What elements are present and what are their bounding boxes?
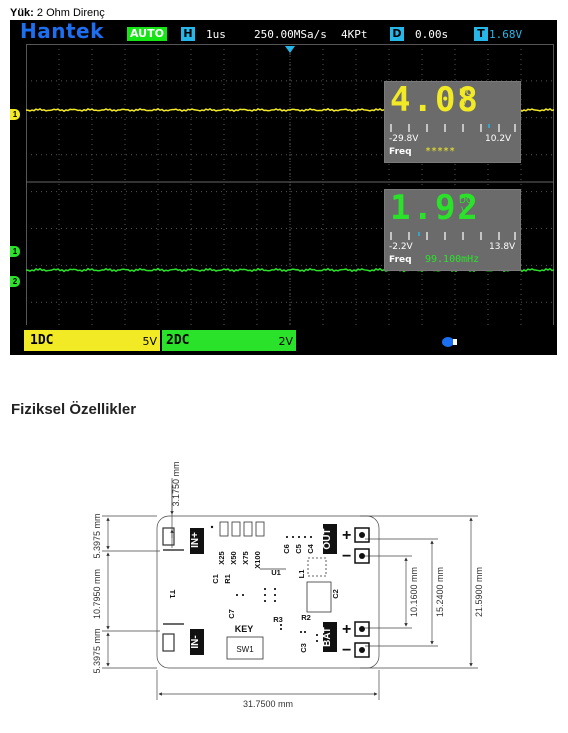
dim-right-inner: 10.1600 mm — [409, 567, 419, 617]
memory-depth: 4KPt — [341, 28, 368, 41]
trigger-level: 1.68V — [489, 28, 523, 41]
trigger-position-marker — [285, 46, 295, 53]
label-x50: X50 — [229, 551, 238, 564]
dim-bottom: 31.7500 mm — [243, 699, 293, 709]
label-sw1: SW1 — [236, 645, 254, 654]
label-c1: C1 — [211, 574, 220, 584]
ch2-max: 13.8V — [489, 242, 516, 252]
label-c6: C6 — [282, 544, 291, 554]
label-x75: X75 — [241, 551, 250, 564]
label-u1: U1 — [271, 568, 281, 577]
label-c3: C3 — [299, 643, 308, 653]
out-pad-group: OUT + − — [322, 524, 370, 565]
ch2-scale-value: 2V — [278, 335, 293, 348]
label-c2: C2 — [331, 589, 340, 599]
ch2-coupling: DC — [459, 196, 473, 206]
dim-left-top: 5.3975 mm — [92, 513, 102, 558]
oscilloscope-screenshot: Hantek AUTO H 1us 250.00MSa/s 4KPt D 0.0… — [10, 20, 557, 355]
section-title: Fiziksel Özellikler — [11, 401, 137, 418]
small-component-dots — [236, 536, 318, 642]
dim-top: 3.1750 mm — [171, 461, 181, 506]
label-c5: C5 — [294, 544, 303, 554]
bat-minus: − — [342, 642, 351, 659]
ch1-freq-label: Freq — [389, 147, 412, 157]
ch2-scale-label: 2DC — [166, 333, 190, 348]
dim-right-mid: 15.2400 mm — [435, 567, 445, 617]
d-chip: D — [390, 27, 404, 41]
sample-rate: 250.00MSa/s — [254, 28, 327, 41]
label-l1: L1 — [297, 570, 306, 579]
brand-logo: Hantek — [20, 20, 104, 43]
label-r1: R1 — [223, 574, 232, 584]
dim-left-bottom: 5.3975 mm — [92, 628, 102, 673]
battery-icon — [442, 337, 457, 347]
t-chip: T — [474, 27, 488, 41]
bat-label: BAT — [322, 627, 333, 647]
ch1-unit: V — [461, 98, 468, 108]
delay: 0.00s — [415, 28, 449, 41]
ch2-freq-value: 99.100mHz — [425, 254, 480, 265]
ch1-level-marker: 1 — [10, 109, 20, 120]
out-label: OUT — [322, 528, 333, 549]
ch2-measurement-panel: 1.92 DC V -2.2V 13.8V Freq 99.100mHz — [384, 188, 521, 271]
dim-right-outer: 21.5900 mm — [474, 567, 484, 617]
ch1-range-bar — [390, 124, 516, 132]
label-x100: X100 — [253, 551, 262, 569]
bat-pad-group: BAT + − — [322, 621, 370, 659]
ch2-range-bar — [390, 232, 516, 240]
scope-top-bar: Hantek AUTO H 1us 250.00MSa/s 4KPt D 0.0… — [10, 20, 557, 44]
ch1-max: 10.2V — [485, 134, 512, 144]
ch1-freq-value: ***** — [425, 146, 456, 157]
label-t1: T1 — [168, 590, 177, 599]
ch2-freq-label: Freq — [389, 255, 412, 265]
in-plus-label: IN+ — [190, 532, 201, 548]
caption-text: 2 Ohm Direnç — [36, 7, 105, 19]
sw1-outline — [226, 636, 264, 660]
label-c4: C4 — [306, 543, 315, 553]
timebase: 1us — [206, 28, 226, 41]
ch1-min: -29.8V — [389, 134, 419, 144]
label-c7: C7 — [227, 609, 236, 619]
ch2-level-marker: 2 — [10, 276, 20, 287]
out-minus: − — [342, 548, 351, 565]
jumper-pads — [219, 521, 265, 537]
in-minus-pad-group: IN- — [162, 623, 204, 655]
scope-bottom-bar: 1DC 5V 2DC 2V — [10, 325, 557, 355]
caption-label: Yük: — [10, 7, 34, 19]
ch1-scale-box: 1DC 5V — [24, 330, 160, 351]
label-r3: R3 — [273, 615, 283, 624]
ch2-min: -2.2V — [389, 242, 413, 252]
ch2-value: 1.92 — [390, 188, 480, 228]
out-plus: + — [342, 527, 351, 544]
label-key: KEY — [235, 624, 254, 634]
ch1-scale-value: 5V — [142, 335, 157, 348]
ch2-unit: V — [461, 206, 468, 216]
ch1-value: 4.08 — [390, 80, 480, 120]
h-chip: H — [181, 27, 195, 41]
ch1-scale-label: 1DC — [30, 333, 54, 348]
in-plus-pad-group: IN+ — [162, 527, 204, 554]
board-outline — [156, 515, 380, 669]
bat-plus: + — [342, 621, 351, 638]
ch2-scale-box: 2DC 2V — [162, 330, 296, 351]
ch1-coupling: DC — [459, 88, 473, 98]
label-r2: R2 — [301, 613, 311, 622]
caption: Yük: 2 Ohm Direnç — [10, 7, 105, 19]
label-x25: X25 — [217, 551, 226, 564]
ch1-measurement-panel: 4.08 DC V -29.8V 10.2V Freq ***** — [384, 80, 521, 163]
ch1-green-level-marker: 1 — [10, 246, 20, 257]
dim-left-mid: 10.7950 mm — [92, 569, 102, 619]
mode-badge: AUTO — [127, 27, 167, 41]
board-dimension-drawing: 5.3975 mm 10.7950 mm 5.3975 mm 3.1750 mm… — [92, 461, 484, 709]
in-minus-label: IN- — [190, 635, 201, 648]
